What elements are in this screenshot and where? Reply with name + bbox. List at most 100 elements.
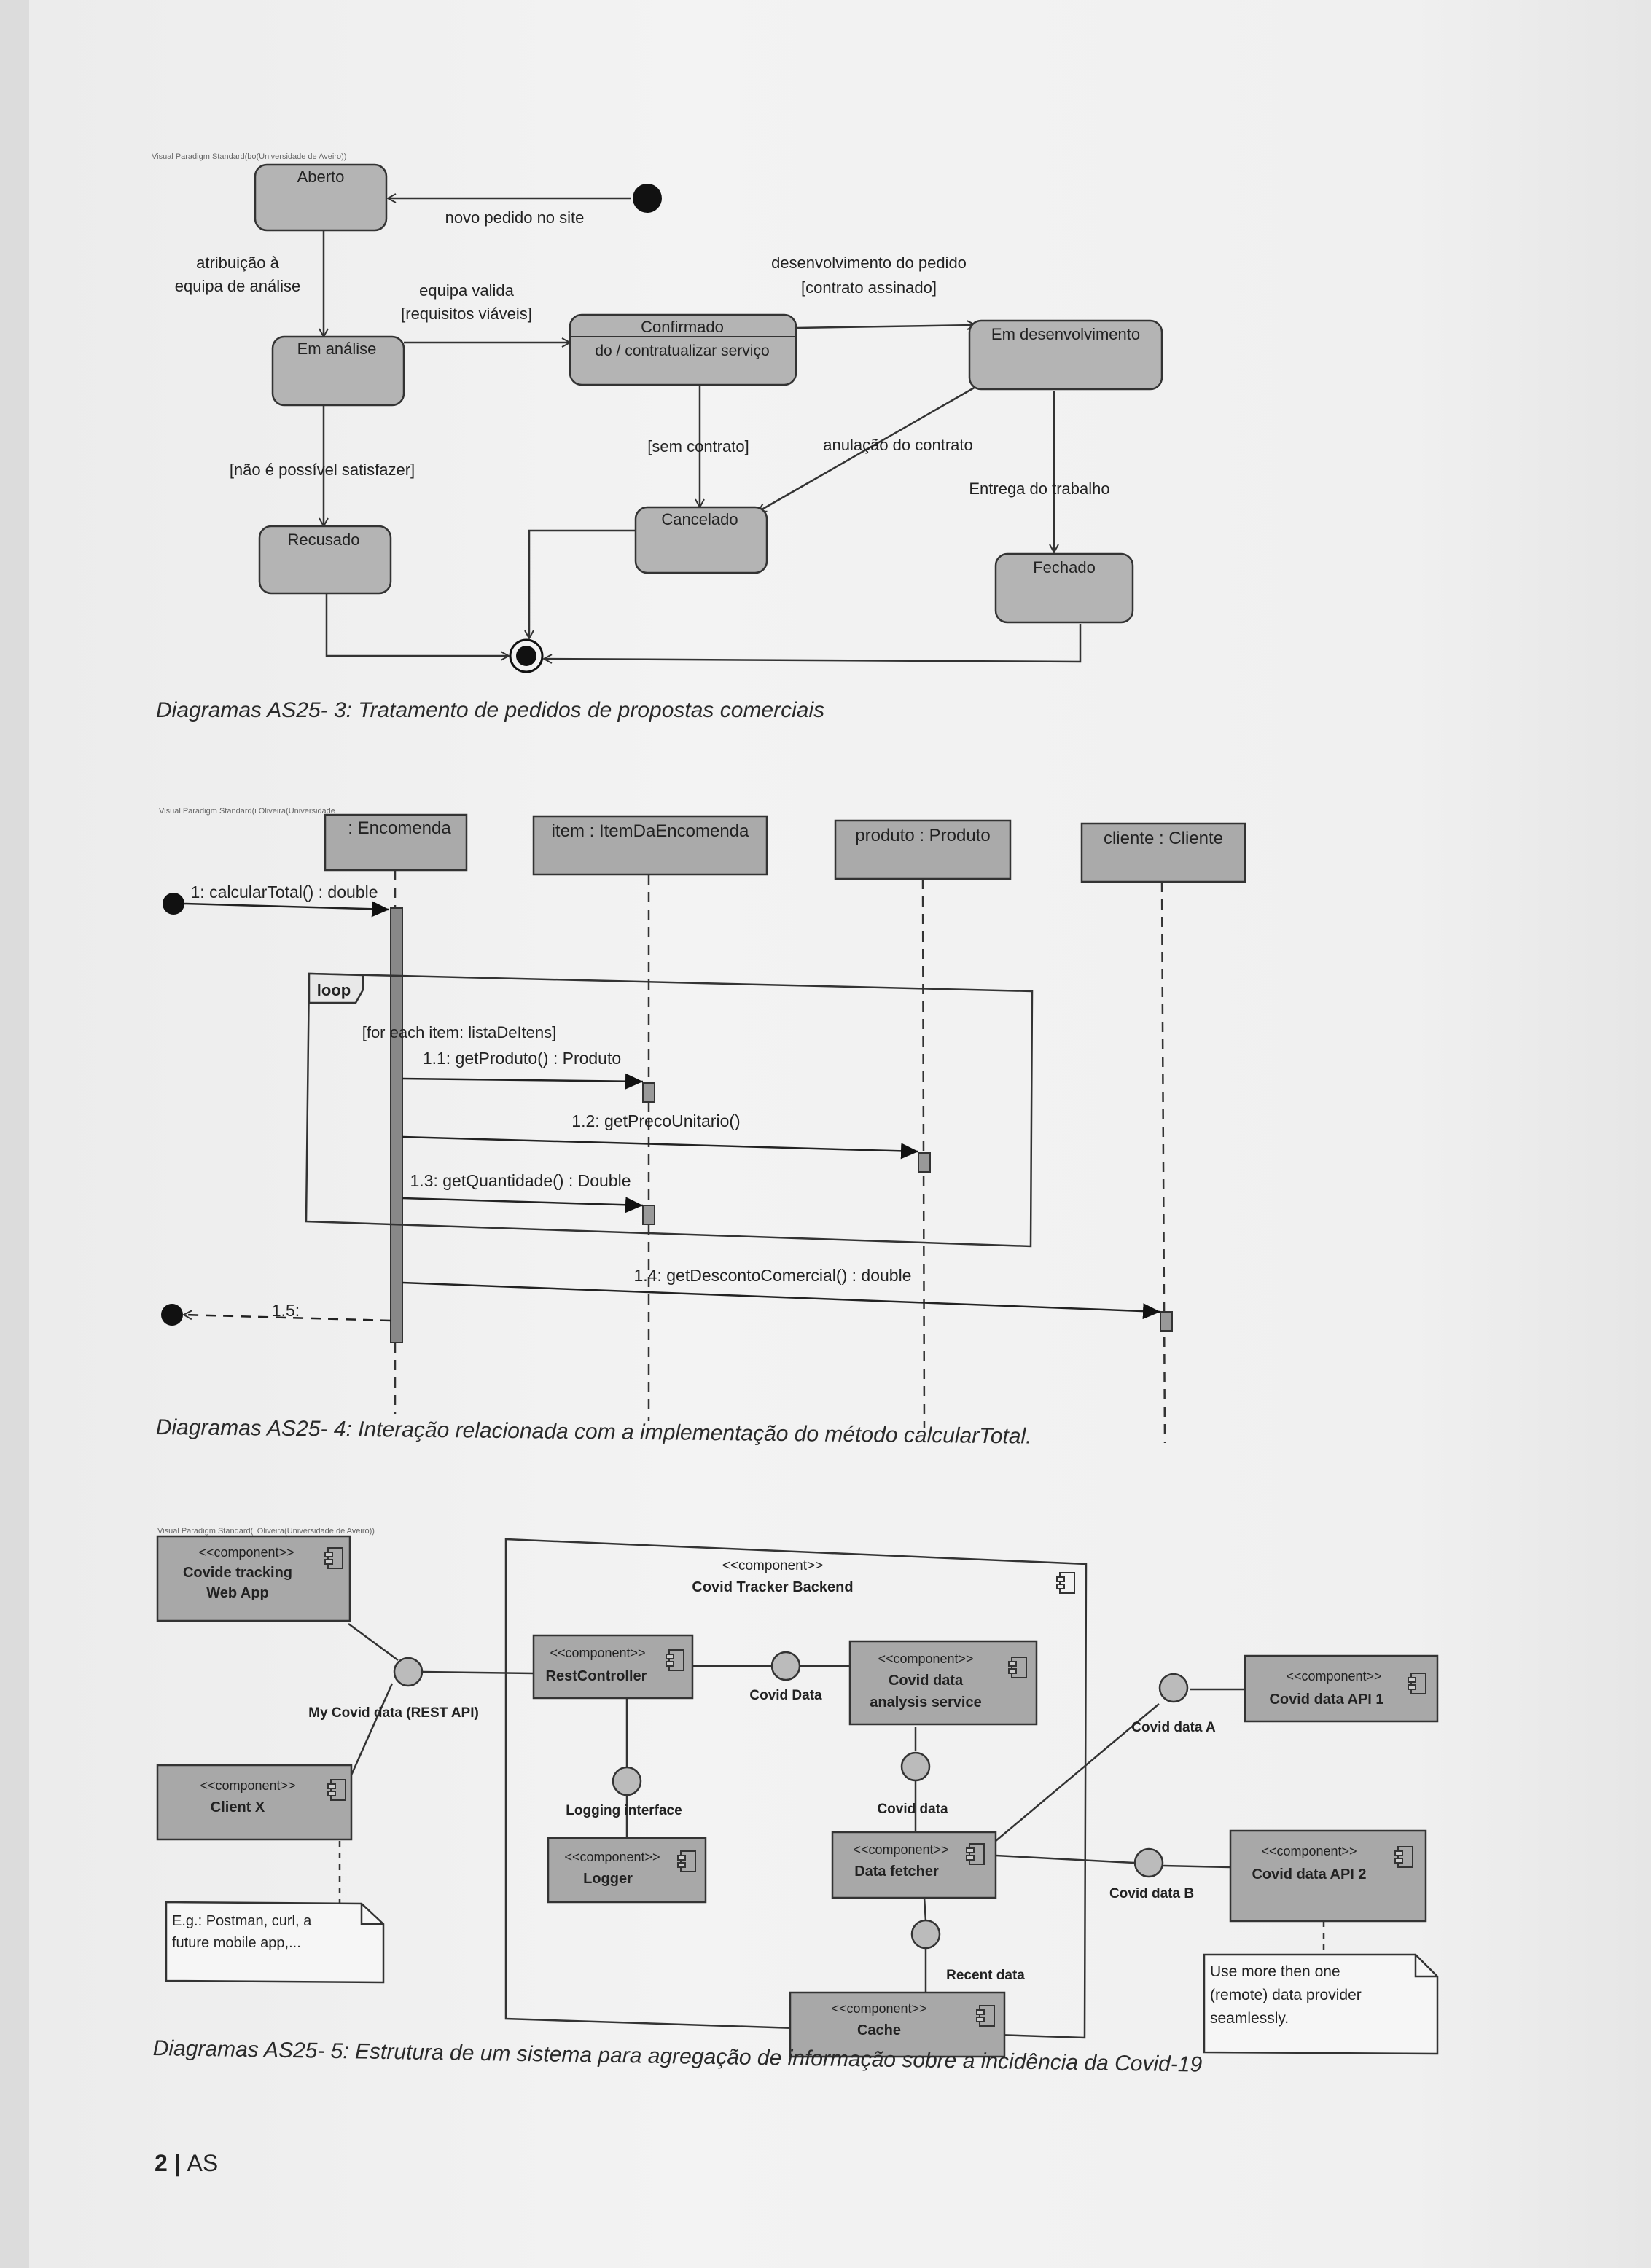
component-cache: <<component>> Cache bbox=[789, 1991, 1006, 2058]
conn-fetcher-data-b bbox=[995, 1854, 1135, 1864]
component-web-app: <<component>> Covide tracking Web App bbox=[156, 1535, 351, 1622]
state-diagram: Visual Paradigm Standard(bo(Universidade… bbox=[152, 152, 1163, 673]
message-1-label: 1: calcularTotal() : double bbox=[191, 883, 378, 902]
client-x-stereotype: <<component>> bbox=[200, 1778, 295, 1793]
label-data-b: Covid data B bbox=[1109, 1886, 1194, 1901]
component-analysis-service: <<component>> Covid data analysis servic… bbox=[848, 1640, 1038, 1726]
component-icon bbox=[1056, 1572, 1075, 1594]
web-app-stereotype: <<component>> bbox=[198, 1545, 294, 1560]
label-nao-possivel: [não é possível satisfazer] bbox=[230, 461, 415, 479]
state-em-analise: Em análise bbox=[271, 335, 405, 407]
lifeline-encomenda: : Encomenda bbox=[324, 813, 468, 872]
label-atribuicao-2: equipa de análise bbox=[175, 277, 300, 295]
message-1-arrow bbox=[183, 901, 390, 918]
activation-item-2 bbox=[642, 1205, 655, 1225]
interface-data-b bbox=[1133, 1847, 1164, 1878]
page-footer: 2 | AS bbox=[155, 2150, 218, 2177]
sequence-tool-tag: Visual Paradigm Standard(i Oliveira(Univ… bbox=[159, 807, 335, 816]
client-x-name: Client X bbox=[211, 1799, 265, 1815]
component-logger: <<component>> Logger bbox=[547, 1837, 707, 1904]
initial-node bbox=[633, 184, 662, 213]
message-1-3-label: 1.3: getQuantidade() : Double bbox=[410, 1171, 631, 1190]
logger-stereotype: <<component>> bbox=[564, 1850, 660, 1864]
message-1-2-arrow bbox=[402, 1135, 919, 1160]
fetcher-stereotype: <<component>> bbox=[853, 1842, 948, 1857]
page-number: 2 bbox=[155, 2150, 168, 2176]
analysis-name-1: Covid data bbox=[889, 1673, 964, 1689]
state-recusado-label: Recusado bbox=[287, 531, 359, 549]
note-client-x: E.g.: Postman, curl, a future mobile app… bbox=[165, 1901, 385, 1984]
analysis-stereotype: <<component>> bbox=[878, 1651, 973, 1666]
note-api-line1: Use more then one bbox=[1210, 1963, 1340, 1980]
rest-controller-name: RestController bbox=[546, 1668, 647, 1684]
state-aberto-label: Aberto bbox=[297, 168, 345, 186]
lifeline-cliente-line bbox=[1160, 881, 1166, 1444]
note-api: Use more then one (remote) data provider… bbox=[1203, 1953, 1439, 2055]
note-api-line3: seamlessly. bbox=[1210, 2010, 1289, 2027]
message-1-5-label: 1.5: bbox=[272, 1301, 300, 1320]
state-em-analise-label: Em análise bbox=[297, 340, 377, 358]
conn-fetcher-data-a bbox=[995, 1703, 1160, 1842]
api1-name: Covid data API 1 bbox=[1269, 1692, 1383, 1708]
state-em-desenvolvimento: Em desenvolvimento bbox=[968, 319, 1163, 391]
label-novo-pedido: novo pedido no site bbox=[445, 208, 585, 227]
label-equipa-valida-1: equipa valida bbox=[419, 281, 514, 300]
state-em-desenvolvimento-label: Em desenvolvimento bbox=[991, 325, 1140, 343]
label-atribuicao-1: atribuição à bbox=[196, 254, 280, 272]
message-1-3-arrow bbox=[402, 1197, 644, 1213]
final-node bbox=[509, 638, 544, 673]
state-tool-tag: Visual Paradigm Standard(bo(Universidade… bbox=[152, 152, 346, 161]
state-confirmado: Confirmado do / contratualizar serviço bbox=[569, 313, 797, 386]
label-entrega: Entrega do trabalho bbox=[969, 480, 1109, 498]
state-fechado: Fechado bbox=[994, 552, 1134, 624]
activation-encomenda bbox=[390, 907, 403, 1343]
label-anulacao: anulação do contrato bbox=[823, 436, 973, 454]
message-1-4-arrow bbox=[402, 1281, 1161, 1320]
component-client-x: <<component>> Client X bbox=[156, 1764, 353, 1841]
state-cancelado-label: Cancelado bbox=[661, 510, 738, 528]
lifeline-item-label: item : ItemDaEncomenda bbox=[552, 821, 749, 841]
label-desenvolvimento-2: [contrato assinado] bbox=[801, 278, 937, 297]
component-api-1: <<component>> Covid data API 1 bbox=[1244, 1654, 1439, 1723]
rest-controller-stereotype: <<component>> bbox=[550, 1646, 645, 1660]
lifeline-produto-label: produto : Produto bbox=[855, 826, 990, 845]
conn-fetcher-recent bbox=[923, 1897, 927, 1922]
transition-recusado-final bbox=[325, 592, 509, 656]
component-backend: <<component>> Covid Tracker Backend bbox=[504, 1538, 1088, 2039]
transition-anulacao bbox=[758, 385, 977, 513]
label-covid-data-1: Covid Data bbox=[749, 1688, 822, 1703]
caption-state-diagram: Diagramas AS25- 3: Tratamento de pedidos… bbox=[156, 698, 825, 722]
interface-covid-data-1 bbox=[770, 1651, 801, 1681]
activation-item-1 bbox=[642, 1082, 655, 1103]
state-fechado-label: Fechado bbox=[1033, 558, 1096, 576]
interface-recent-data bbox=[910, 1919, 941, 1950]
label-desenvolvimento-1: desenvolvimento do pedido bbox=[771, 254, 967, 272]
activation-cliente bbox=[1160, 1311, 1173, 1332]
transition-cancelado-final bbox=[529, 529, 636, 638]
component-diagram: Visual Paradigm Standard(i Oliveira(Univ… bbox=[156, 1527, 1439, 2058]
api2-stereotype: <<component>> bbox=[1261, 1844, 1357, 1858]
lifeline-item: item : ItemDaEncomenda bbox=[532, 815, 768, 876]
interface-data-a bbox=[1158, 1673, 1189, 1703]
lifeline-cliente: cliente : Cliente bbox=[1080, 822, 1246, 883]
component-api-2: <<component>> Covid data API 2 bbox=[1229, 1829, 1427, 1923]
found-message-start bbox=[163, 893, 184, 915]
web-app-name-2: Web App bbox=[206, 1585, 269, 1601]
cache-name: Cache bbox=[857, 2022, 901, 2038]
backend-name: Covid Tracker Backend bbox=[692, 1579, 853, 1595]
footer-separator: | bbox=[173, 2150, 187, 2176]
web-app-name-1: Covide tracking bbox=[183, 1565, 292, 1581]
label-logging: Logging interface bbox=[566, 1803, 682, 1818]
lifeline-encomenda-label: : Encomenda bbox=[348, 818, 451, 838]
conn-rest-controller bbox=[422, 1670, 534, 1675]
state-confirmado-activity: do / contratualizar serviço bbox=[595, 343, 769, 359]
conn-data-b-api2 bbox=[1163, 1864, 1231, 1869]
conn-clientx-rest bbox=[348, 1683, 394, 1779]
sequence-diagram: Visual Paradigm Standard(i Oliveira(Univ… bbox=[159, 807, 1246, 1444]
interface-covid-data-2 bbox=[900, 1751, 931, 1782]
loop-operator: loop bbox=[317, 981, 351, 999]
activation-produto bbox=[918, 1152, 931, 1173]
loop-fragment: loop [for each item: listaDeItens] bbox=[305, 972, 1034, 1248]
transition-desenvolvimento bbox=[795, 325, 975, 328]
return-message-end bbox=[161, 1304, 183, 1326]
